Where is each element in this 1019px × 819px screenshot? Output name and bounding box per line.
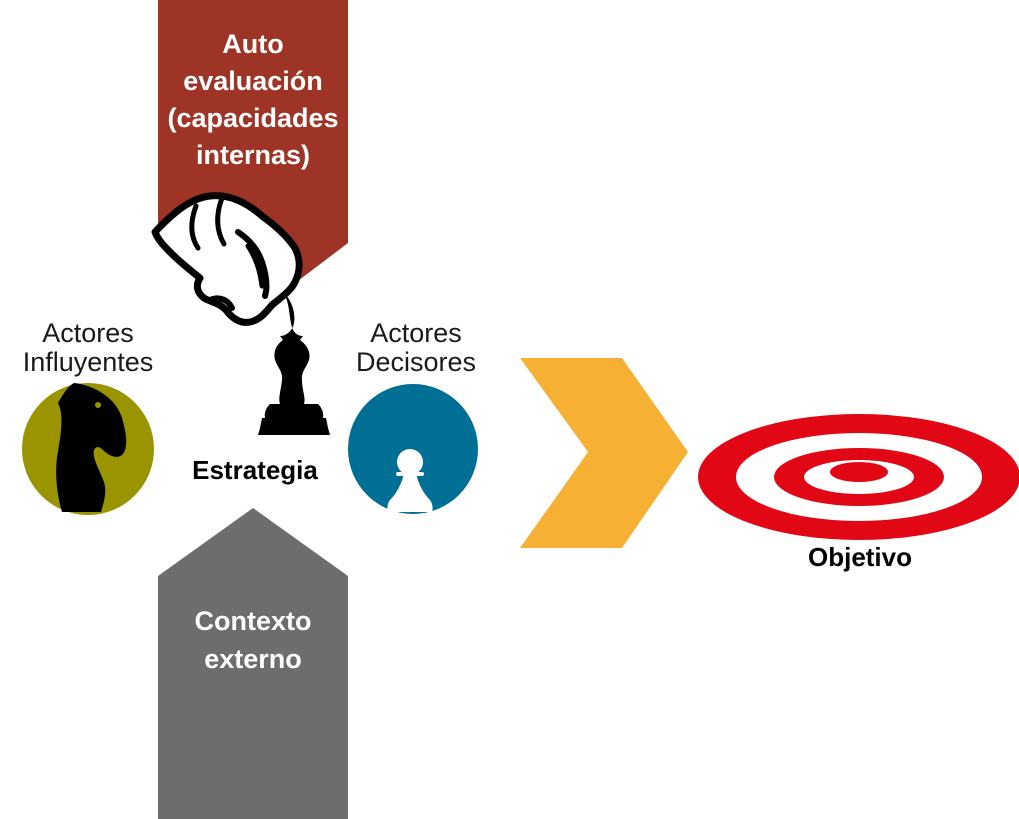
influential-actors-label: Actores Influyentes [22,318,154,377]
knight-icon [22,383,154,515]
objective-label: Objetivo [807,542,912,572]
decision-actors-label: Actores Decisores [355,318,477,377]
chevron-right-icon [520,358,688,548]
strategy-label: Estrategia [192,455,318,485]
self-assessment-label: Auto evaluación (capacidades internas) [167,29,339,170]
pawn-icon [348,384,478,514]
external-context-arrow [158,508,348,819]
hand-bishop-icon [151,192,330,435]
external-context-label: Contexto externo [194,606,312,674]
target-icon [698,414,1019,540]
